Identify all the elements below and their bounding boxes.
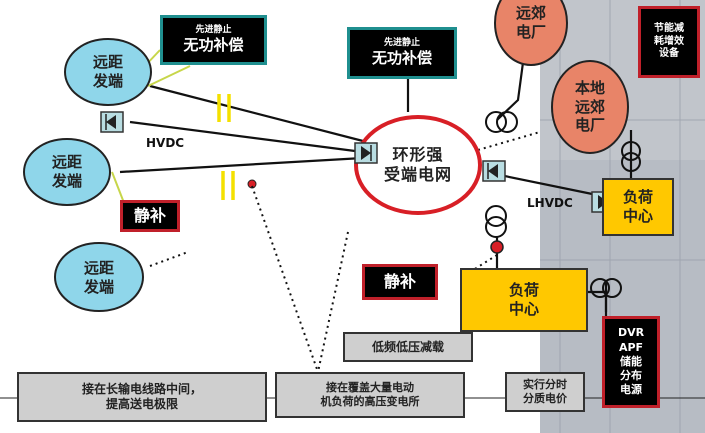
remote-gen-bubble-2 [23, 138, 111, 206]
tou-pricing-note: 实行分时 分质电价 [505, 372, 585, 412]
hvdc-label: HVDC [146, 136, 185, 150]
svc-small-text: 先进静止 [195, 24, 232, 35]
transformer-load [590, 278, 610, 298]
local-suburb-plant-label: 本地 远郊 电厂 [574, 78, 605, 135]
remote-gen-bubble-1 [64, 38, 152, 106]
callout-lines [149, 131, 541, 373]
static-comp-node [490, 240, 504, 254]
ring-grid-label: 环形强 受端电网 [383, 145, 452, 184]
transmission-lines [119, 44, 633, 318]
transformer-right [621, 141, 641, 161]
svc-box-top-center: 先进静止 无功补偿 [347, 27, 457, 79]
transformer-top [485, 111, 507, 133]
far-suburb-plant-bubble [494, 0, 568, 66]
static-comp-box-bottom: 静补 [362, 264, 438, 300]
svc-small-text: 先进静止 [383, 37, 420, 48]
dvr-stack-box: DVR APF 储能 分布 电源 [602, 316, 660, 408]
far-suburb-plant-label: 远郊 电厂 [515, 4, 546, 41]
converter-lhvdc-left [482, 160, 506, 182]
lhvdc-label: LHVDC [527, 196, 573, 210]
svc-big-text: 无功补偿 [371, 49, 432, 68]
svc-big-text: 无功补偿 [183, 36, 244, 55]
load-center-right: 负荷 中心 [602, 178, 674, 236]
remote-gen-label-1: 远距 发端 [92, 53, 123, 90]
transformers [485, 111, 641, 298]
energy-saving-box: 节能减 耗增效 设备 [638, 6, 700, 78]
converter-hvdc-left [100, 111, 124, 133]
static-comp-box-left: 静补 [120, 200, 180, 232]
long-line-note: 接在长输电线路中间， 提高送电极限 [17, 372, 267, 422]
converter-hvdc-right [354, 142, 378, 164]
local-suburb-plant-bubble [551, 60, 629, 154]
motor-substation-note: 接在覆盖大量电动 机负荷的高压变电所 [275, 372, 465, 418]
ring-grid-outline [354, 115, 482, 215]
transformer-bottom [485, 205, 507, 227]
low-freq-shedding-box: 低频低压减载 [343, 332, 473, 362]
remote-gen-bubble-3 [54, 242, 144, 312]
load-center-bottom: 负荷 中心 [460, 268, 588, 332]
capacitor-marks [217, 94, 235, 200]
connector-green-2 [147, 65, 191, 87]
remote-gen-label-3: 远距 发端 [83, 259, 114, 296]
svc-box-top-left: 先进静止 无功补偿 [160, 15, 267, 65]
remote-gen-label-2: 远距 发端 [51, 153, 82, 190]
